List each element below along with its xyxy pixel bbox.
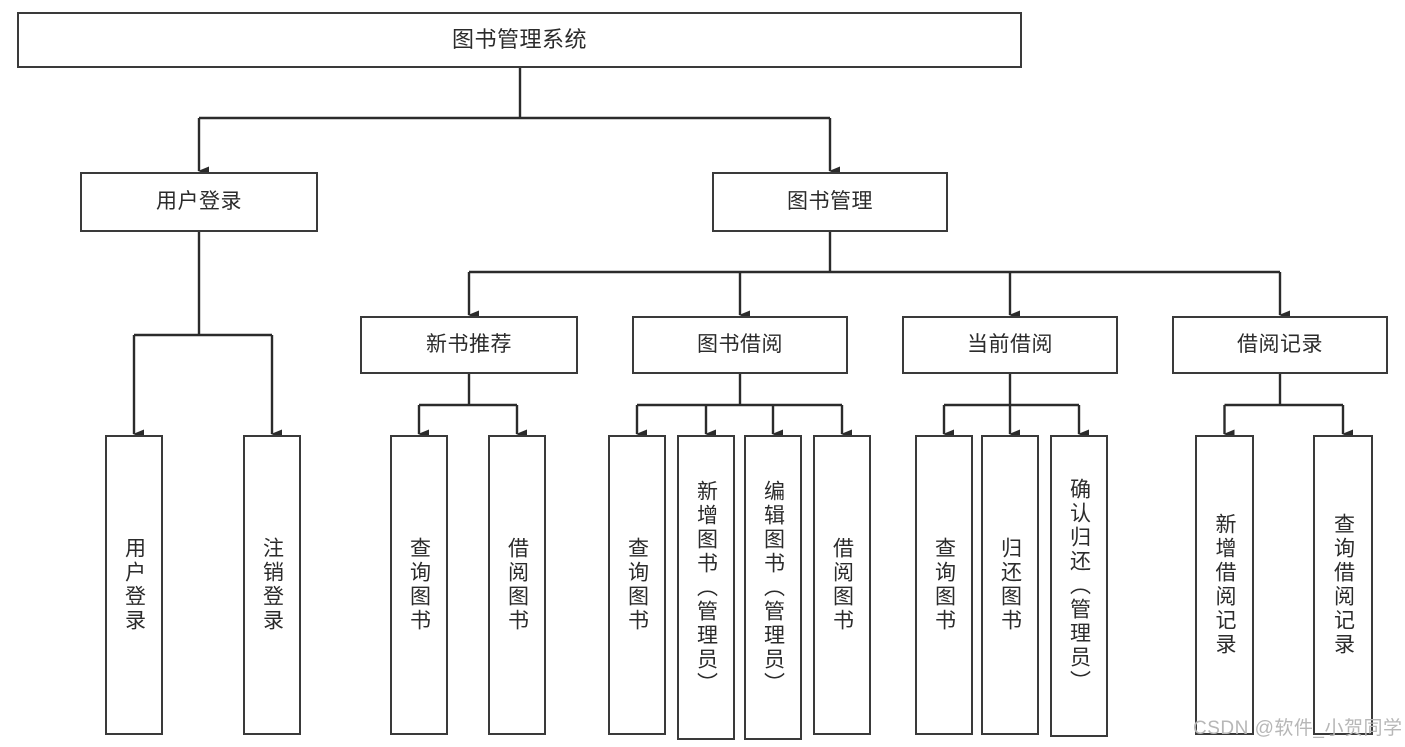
node-leaf-query-book-3[interactable]: 查询图书 [915, 435, 973, 735]
node-bookmgmt[interactable]: 图书管理 [712, 172, 948, 232]
node-label: 新增图书（管理员） [694, 479, 718, 696]
node-leaf-edit-book-admin[interactable]: 编辑图书（管理员） [744, 435, 802, 740]
node-label: 查询图书 [932, 537, 956, 633]
node-label: 借阅图书 [505, 537, 529, 633]
node-label: 新书推荐 [426, 332, 512, 356]
node-leaf-borrow-book-1[interactable]: 借阅图书 [488, 435, 546, 735]
node-newbook[interactable]: 新书推荐 [360, 316, 578, 374]
node-leaf-add-book-admin[interactable]: 新增图书（管理员） [677, 435, 735, 740]
node-label: 新增借阅记录 [1213, 513, 1236, 657]
node-current[interactable]: 当前借阅 [902, 316, 1118, 374]
node-label: 用户登录 [122, 537, 146, 633]
node-label: 图书管理 [787, 189, 873, 213]
node-leaf-return-book[interactable]: 归还图书 [981, 435, 1039, 735]
node-leaf-add-record[interactable]: 新增借阅记录 [1195, 435, 1254, 735]
node-label: 注销登录 [260, 537, 284, 633]
node-label: 归还图书 [998, 537, 1022, 633]
node-label: 查询借阅记录 [1331, 513, 1355, 657]
csdn-watermark: CSDN @软件_小贺同学 [1193, 718, 1403, 739]
node-label: 借阅记录 [1237, 332, 1323, 356]
node-leaf-confirm-return-admin[interactable]: 确认归还（管理员） [1050, 435, 1108, 737]
node-label: 借阅图书 [830, 537, 854, 633]
node-leaf-query-record[interactable]: 查询借阅记录 [1313, 435, 1373, 735]
node-records[interactable]: 借阅记录 [1172, 316, 1388, 374]
node-leaf-user-login[interactable]: 用户登录 [105, 435, 163, 735]
node-leaf-borrow-book-2[interactable]: 借阅图书 [813, 435, 871, 735]
node-label: 用户登录 [156, 189, 242, 213]
node-leaf-query-book-1[interactable]: 查询图书 [390, 435, 448, 735]
node-borrow[interactable]: 图书借阅 [632, 316, 848, 374]
node-leaf-query-book-2[interactable]: 查询图书 [608, 435, 666, 735]
node-label: 图书借阅 [697, 332, 783, 356]
node-label: 编辑图书（管理员） [761, 479, 785, 696]
node-label: 图书管理系统 [451, 27, 587, 53]
node-root[interactable]: 图书管理系统 [17, 12, 1022, 68]
node-label: 当前借阅 [967, 332, 1053, 356]
node-leaf-user-logout[interactable]: 注销登录 [243, 435, 301, 735]
node-label: 查询图书 [625, 537, 649, 633]
node-label: 确认归还（管理员） [1067, 478, 1091, 694]
node-label: 查询图书 [407, 537, 431, 633]
node-login[interactable]: 用户登录 [80, 172, 318, 232]
